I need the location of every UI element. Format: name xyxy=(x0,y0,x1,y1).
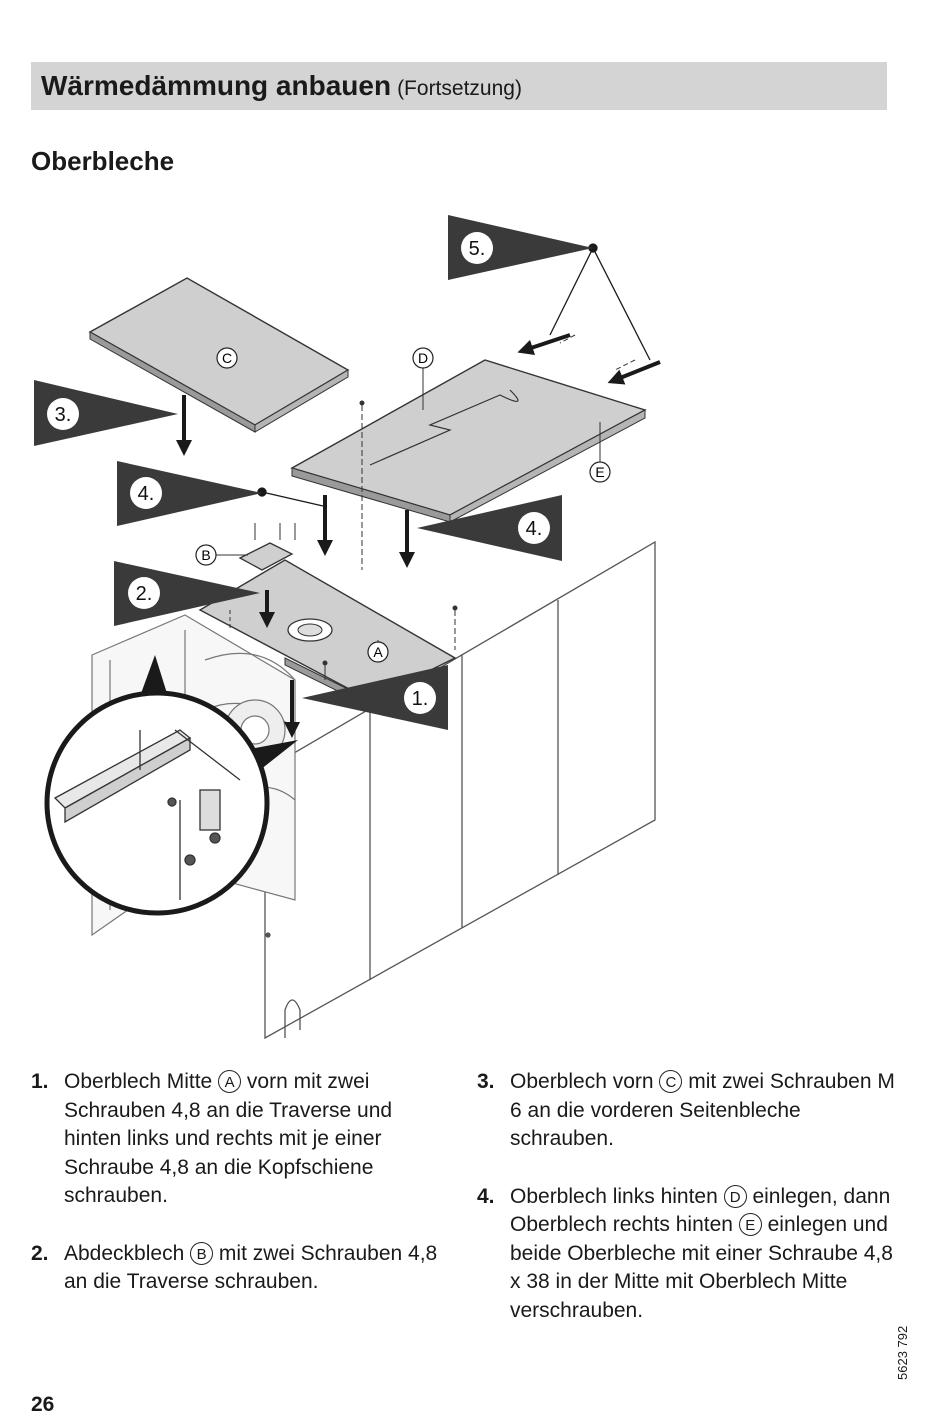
header-subtitle: (Fortsetzung) xyxy=(397,77,522,100)
assembly-illustration: 5. 3. 4. 4. 2. 1. A B C xyxy=(34,215,661,1040)
part-label-a: A xyxy=(367,640,389,663)
svg-text:B: B xyxy=(201,547,210,563)
svg-text:1.: 1. xyxy=(412,688,429,710)
step-number: 4. xyxy=(477,1184,495,1208)
svg-text:4.: 4. xyxy=(138,483,155,505)
part-ref: D xyxy=(723,1184,747,1208)
step-number: 2. xyxy=(31,1241,49,1265)
step-number: 1. xyxy=(31,1070,49,1093)
part-label-c: C xyxy=(216,347,238,369)
page-number: 26 xyxy=(31,1393,55,1416)
callout-step-4-left: 4. xyxy=(117,461,262,526)
svg-text:4.: 4. xyxy=(526,518,543,540)
part-label-d: D xyxy=(412,347,434,410)
svg-text:D: D xyxy=(418,350,428,366)
callout-step-1: 1. xyxy=(302,665,448,730)
part-label-e: E xyxy=(589,422,611,483)
svg-text:C: C xyxy=(222,350,232,366)
svg-text:A: A xyxy=(373,644,383,660)
part-label-b: B xyxy=(195,544,248,566)
part-ref: A xyxy=(218,1070,242,1093)
section-title: Oberbleche xyxy=(31,146,175,176)
callout-step-5: 5. xyxy=(448,215,593,280)
steps-left-column: 1. Oberblech Mitte A vorn mit zwei Schra… xyxy=(31,1068,451,1326)
svg-text:5.: 5. xyxy=(469,238,486,260)
steps-right-column: 3. Oberblech vorn C mit zwei Schrauben M… xyxy=(477,1068,897,1354)
step-3: 3. Oberblech vorn C mit zwei Schrauben M… xyxy=(477,1070,895,1150)
screws xyxy=(229,334,636,680)
callout-step-2: 2. xyxy=(114,561,260,626)
step-4: 4. Oberblech links hinten D einlegen, da… xyxy=(477,1184,893,1322)
callout-step-3: 3. xyxy=(34,380,178,446)
svg-text:E: E xyxy=(595,464,604,480)
step-2: 2. Abdeckblech B mit zwei Schrauben 4,8 … xyxy=(31,1241,438,1293)
step-1: 1. Oberblech Mitte A vorn mit zwei Schra… xyxy=(31,1070,393,1207)
part-ref: C xyxy=(659,1070,683,1093)
part-ref: B xyxy=(190,1241,214,1265)
step-number: 3. xyxy=(477,1070,495,1093)
panel-d-e xyxy=(290,359,647,523)
boiler-housing xyxy=(264,540,656,1040)
svg-text:3.: 3. xyxy=(55,404,72,426)
panel-a xyxy=(198,559,457,708)
panel-b xyxy=(238,542,294,571)
document-number: 5623 792 xyxy=(895,1325,910,1380)
detail-magnifier xyxy=(44,655,298,916)
callout-step-4-right: 4. xyxy=(417,495,562,561)
svg-text:2.: 2. xyxy=(136,583,153,605)
header-title: Wärmedämmung anbauen xyxy=(41,70,392,101)
section-header: Wärmedämmung anbauen(Fortsetzung) xyxy=(31,62,887,110)
part-ref: E xyxy=(738,1213,762,1236)
